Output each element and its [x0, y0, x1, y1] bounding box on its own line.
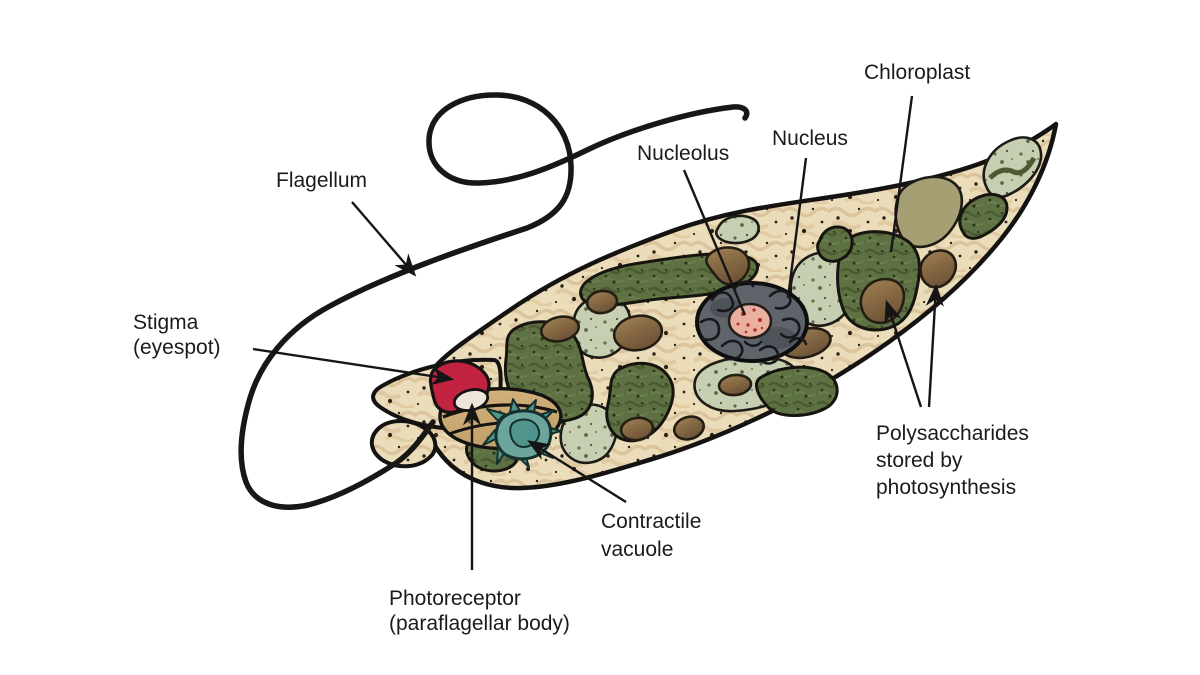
- khaki-blob: [894, 175, 964, 249]
- label-photoreceptor: Photoreceptor (paraflagellar body): [389, 586, 570, 636]
- label-polysaccharides: Polysaccharides stored by photosynthesis: [876, 420, 1029, 501]
- label-stigma-line2: (eyespot): [133, 336, 221, 359]
- leader-polysaccharide-right: [925, 283, 944, 408]
- leader-nucleus: [786, 157, 808, 299]
- paramylon-granule: [705, 246, 751, 286]
- paramylon-granule: [717, 373, 753, 397]
- paramylon-granule: [612, 314, 664, 352]
- sage-blob: [714, 214, 760, 245]
- paramylon-granule: [539, 315, 581, 343]
- paramylon-granule: [585, 289, 619, 315]
- label-contractile-line1: Contractile: [601, 510, 702, 533]
- paramylon-granule: [619, 416, 655, 442]
- leader-lines: [252, 95, 944, 570]
- nucleus-group: [695, 280, 809, 365]
- label-stigma-line1: Stigma: [133, 311, 199, 334]
- organelles: [428, 136, 1043, 473]
- label-flagellum: Flagellum: [276, 169, 368, 192]
- label-chloroplast: Chloroplast: [864, 61, 971, 84]
- chloroplast-shape: [755, 365, 839, 417]
- anterior-lower-lobe: [369, 419, 438, 469]
- paramylon-granule: [859, 277, 906, 325]
- paramylon-granule: [672, 415, 706, 441]
- label-stigma: Stigma (eyespot): [133, 310, 221, 360]
- flagellum-curve: [238, 92, 750, 510]
- label-nucleolus: Nucleolus: [637, 142, 730, 165]
- label-polysaccharides-line1: Polysaccharides: [876, 422, 1029, 445]
- chloroplast-shape: [958, 193, 1009, 240]
- label-photoreceptor-line2: (paraflagellar body): [389, 612, 570, 635]
- leader-nucleolus: [682, 169, 747, 316]
- label-contractile-line2: vacuole: [601, 538, 674, 561]
- chloroplast-shape: [816, 225, 854, 263]
- vacuole-inner-blob: [509, 418, 540, 448]
- leader-contractile-vacuole: [527, 440, 627, 504]
- label-photoreceptor-line1: Photoreceptor: [389, 587, 521, 610]
- label-contractile-vacuole: Contractile vacuole: [601, 508, 701, 564]
- leader-flagellum: [351, 201, 417, 277]
- leader-chloroplast: [889, 95, 914, 253]
- leader-polysaccharide-left: [884, 299, 923, 408]
- chromatin-squiggles: [699, 280, 808, 365]
- label-polysaccharides-line3: photosynthesis: [876, 476, 1017, 499]
- leader-stigma: [252, 347, 455, 386]
- sage-stripe: [988, 156, 1037, 180]
- nucleolus-shape: [727, 302, 773, 340]
- label-nucleus: Nucleus: [772, 127, 848, 150]
- label-polysaccharides-line2: stored by: [876, 449, 963, 472]
